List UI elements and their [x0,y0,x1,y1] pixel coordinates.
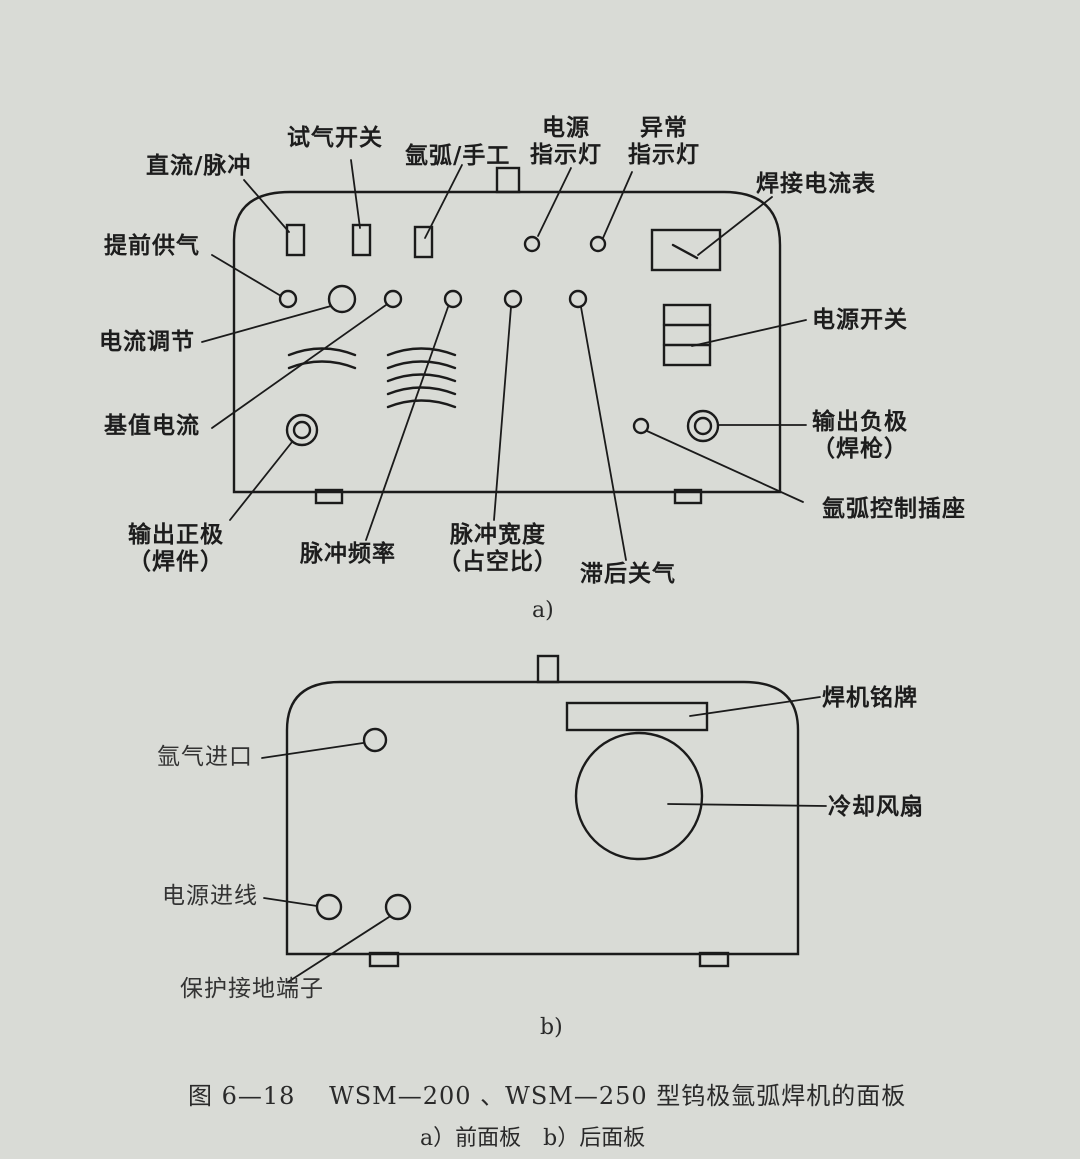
pre-gas-knob [278,289,298,309]
rear-top-handle [536,654,560,684]
label-base-current: 基值电流 [104,412,200,439]
argon-manual-switch [413,225,434,259]
label-pulse-width-line1: 脉冲宽度 [450,521,546,548]
rear-right-foot [698,951,730,968]
label-power-indicator-line1: 电源 [542,114,590,141]
front-panel-outline [232,190,782,494]
test-gas-switch [351,223,372,257]
label-power-switch: 电源开关 [812,306,908,333]
label-welding-ammeter: 焊接电流表 [756,170,876,197]
ammeter-needle [671,243,699,260]
front-right-foot [673,488,703,505]
label-output-positive: 输出正极 （焊件） [128,521,224,575]
post-gas-knob [568,289,588,309]
label-pulse-width: 脉冲宽度 （占空比） [438,521,558,575]
label-current-adjust: 电流调节 [99,328,195,355]
label-fault-indicator-line1: 异常 [640,114,688,141]
label-pulse-width-line2: （占空比） [438,548,558,575]
front-panel-drawing [201,159,807,561]
label-output-positive-line1: 输出正极 [128,521,224,548]
label-pulse-frequency: 脉冲频率 [300,540,396,567]
output-positive-terminal [285,413,319,447]
output-negative-terminal [686,409,720,443]
figure-caption-title: 图 6—18 WSM—200 、WSM—250 型钨极氩弧焊机的面板 [188,1082,907,1110]
label-pre-gas: 提前供气 [104,232,200,259]
welding-ammeter [650,228,722,272]
label-dc-pulse: 直流/脉冲 [146,152,252,179]
fault-indicator-lamp [589,235,607,253]
sub-caption-a: a) [532,598,554,623]
label-output-negative-line1: 输出负极 [812,408,908,435]
power-inlet-port [315,893,343,921]
current-adjust-knob [327,284,357,314]
front-top-handle [495,166,521,194]
label-nameplate: 焊机铭牌 [822,684,918,711]
power-switch [662,303,712,367]
label-power-indicator: 电源 指示灯 [530,114,602,168]
label-power-inlet: 电源进线 [162,883,258,909]
front-leader-lines [201,159,807,561]
sub-caption-b: b) [540,1015,563,1040]
front-left-vents [287,347,357,370]
argon-inlet-port [362,727,388,753]
label-argon-inlet: 氩气进口 [157,744,253,770]
figure-caption-subtitle: a）前面板 b）后面板 [420,1126,646,1151]
label-output-negative-line2: （焊枪） [812,435,908,462]
label-post-gas: 滞后关气 [580,560,676,587]
label-fault-indicator: 异常 指示灯 [628,114,700,168]
label-ground-terminal: 保护接地端子 [180,976,324,1002]
base-current-knob [383,289,403,309]
rear-panel-drawing [261,654,827,983]
ground-terminal [384,893,412,921]
label-test-gas-switch: 试气开关 [287,124,383,151]
front-right-vents [386,347,457,409]
pulse-frequency-knob [443,289,463,309]
pulse-width-knob [503,289,523,309]
label-cooling-fan: 冷却风扇 [828,793,924,820]
label-power-indicator-line2: 指示灯 [530,141,602,168]
cooling-fan [574,731,704,861]
label-fault-indicator-line2: 指示灯 [628,141,700,168]
power-switch-divider [662,323,712,347]
power-indicator-lamp [523,235,541,253]
nameplate [565,701,709,732]
rear-left-foot [368,951,400,968]
rear-panel-outline [285,680,800,956]
label-output-positive-line2: （焊件） [128,548,224,575]
argon-control-socket [632,417,650,435]
front-left-foot [314,488,344,505]
rear-leader-lines [261,696,827,983]
dc-pulse-switch [285,223,306,257]
label-argon-control-socket: 氩弧控制插座 [822,495,966,522]
label-argon-manual: 氩弧/手工 [405,142,511,169]
label-output-negative: 输出负极 （焊枪） [812,408,908,462]
